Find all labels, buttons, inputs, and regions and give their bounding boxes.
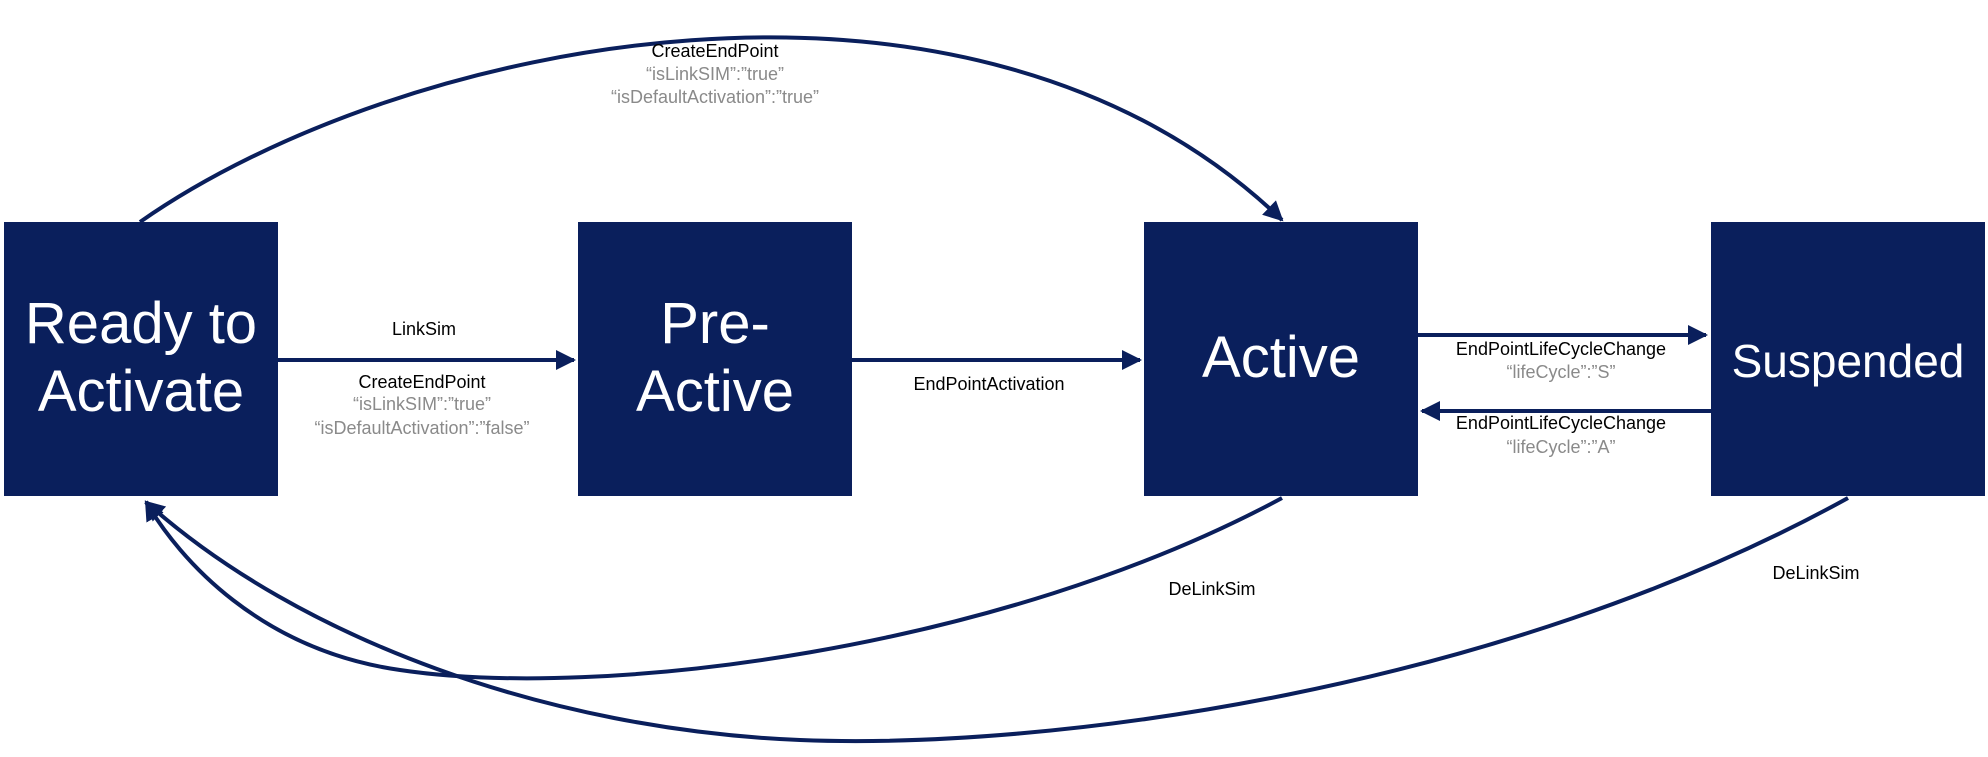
create-preactive-param2: “isDefaultActivation”:”false”	[314, 418, 529, 438]
top-create-param1: “isLinkSIM”:”true”	[646, 64, 784, 84]
reactivate-name: EndPointLifeCycleChange	[1456, 413, 1666, 433]
link-sim-name: LinkSim	[392, 319, 456, 339]
top-create-name: CreateEndPoint	[651, 41, 778, 61]
edge-ready-to-active	[138, 35, 1284, 224]
state-preactive-line1: Pre-	[660, 291, 770, 356]
state-suspended: Suspended	[1711, 222, 1985, 496]
state-ready-line1: Ready to	[25, 291, 257, 356]
delink-suspended-name: DeLinkSim	[1772, 563, 1859, 583]
suspend-param: “lifeCycle”:”S”	[1506, 362, 1615, 382]
state-pre-active: Pre- Active	[578, 222, 852, 496]
edge-suspended-delink-to-ready	[144, 496, 1849, 744]
state-ready-to-activate: Ready to Activate	[4, 222, 278, 496]
state-preactive-line2: Active	[636, 359, 794, 424]
activation-name: EndPointActivation	[913, 374, 1064, 394]
state-active: Active	[1144, 222, 1418, 496]
suspend-name: EndPointLifeCycleChange	[1456, 339, 1666, 359]
reactivate-param: “lifeCycle”:”A”	[1506, 437, 1615, 457]
state-ready-line2: Activate	[38, 359, 244, 424]
edge-active-delink-to-ready	[144, 496, 1283, 681]
create-preactive-name: CreateEndPoint	[358, 372, 485, 392]
state-active-label: Active	[1202, 325, 1360, 390]
delink-active-name: DeLinkSim	[1168, 579, 1255, 599]
top-create-param2: “isDefaultActivation”:”true”	[611, 87, 819, 107]
state-suspended-label: Suspended	[1732, 335, 1965, 387]
create-preactive-param1: “isLinkSIM”:”true”	[353, 394, 491, 414]
